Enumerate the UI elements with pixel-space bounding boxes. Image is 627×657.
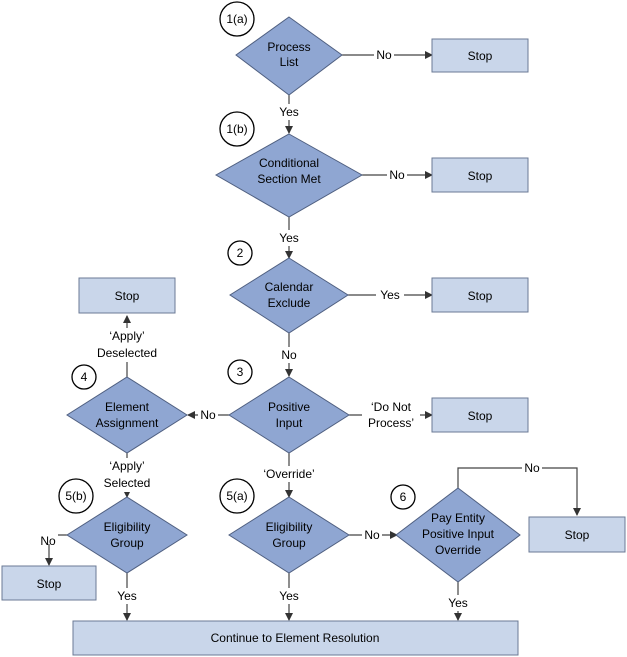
step-marker-label: 1(a)	[226, 12, 247, 26]
continue-label: Continue to Element Resolution	[211, 631, 380, 645]
stop-box-3: Stop	[431, 397, 529, 433]
stop-box-1b: Stop	[431, 157, 529, 193]
step-marker-5a: 5(a)	[219, 478, 255, 514]
edge-6-no	[457, 467, 581, 516]
decision-eligibility-group-5a: Eligibility Group	[228, 496, 350, 574]
decision-element-assignment: Element Assignment	[66, 376, 188, 454]
stop-label: Stop	[115, 289, 140, 303]
decision-positive-input: Positive Input	[228, 376, 350, 454]
step-marker-label: 3	[237, 365, 244, 379]
decision-label: Pay Entity	[431, 511, 485, 525]
decision-label: Eligibility	[266, 520, 313, 534]
decision-label: Input	[276, 416, 303, 430]
step-marker-2: 2	[227, 240, 253, 266]
decision-label: Group	[110, 536, 144, 550]
step-marker-3: 3	[227, 359, 253, 385]
decision-label: Process	[267, 40, 310, 54]
step-marker-label: 5(b)	[65, 489, 86, 503]
edge-label-3-dnp-line1: ‘Do Not	[371, 400, 412, 414]
step-marker-label: 6	[400, 490, 407, 504]
edge-label-2-yes: Yes	[380, 288, 400, 302]
edge-label-1b-yes: Yes	[279, 231, 299, 245]
decision-label: Conditional	[259, 156, 319, 170]
decision-conditional-section: Conditional Section Met	[214, 133, 364, 218]
stop-box-6: Stop	[528, 516, 626, 553]
edge-label-1a-yes: Yes	[279, 105, 299, 119]
step-marker-4: 4	[71, 364, 97, 390]
edge-label-5a-no: No	[364, 528, 380, 542]
step-marker-1b: 1(b)	[219, 111, 255, 147]
stop-label: Stop	[468, 289, 493, 303]
decision-label: Positive	[268, 400, 310, 414]
decision-label: Eligibility	[104, 520, 151, 534]
decision-calendar-exclude: Calendar Exclude	[229, 257, 349, 334]
decision-label: Section Met	[257, 172, 321, 186]
edge-label-6-no: No	[524, 461, 540, 475]
edge-label-4-deselected-line1: ‘Apply’	[109, 329, 144, 343]
edge-label-3-no: No	[200, 408, 216, 422]
step-marker-6: 6	[390, 484, 416, 510]
edge-label-1b-no: No	[389, 168, 405, 182]
edge-label-6-yes: Yes	[448, 596, 468, 610]
decision-eligibility-group-5b: Eligibility Group	[66, 496, 188, 574]
decision-pay-entity-override: Pay Entity Positive Input Override	[395, 487, 521, 583]
edge-label-1a-no: No	[376, 48, 392, 62]
stop-box-5b: Stop	[1, 565, 97, 601]
stop-box-2: Stop	[431, 277, 529, 313]
decision-label: List	[280, 55, 299, 69]
edge-label-5b-yes: Yes	[117, 589, 137, 603]
decision-label: Positive Input	[422, 527, 495, 541]
decision-process-list: Process List	[235, 16, 343, 96]
edge-label-4-selected-line1: ‘Apply’	[109, 459, 144, 473]
step-marker-label: 5(a)	[226, 489, 247, 503]
decision-label: Element	[105, 400, 150, 414]
decision-label: Override	[435, 543, 481, 557]
continue-box: Continue to Element Resolution	[72, 620, 519, 656]
step-marker-5b: 5(b)	[58, 478, 94, 514]
decision-label: Exclude	[268, 296, 311, 310]
decision-label: Assignment	[96, 416, 159, 430]
stop-label: Stop	[468, 169, 493, 183]
decision-label: Calendar	[265, 280, 314, 294]
step-marker-label: 1(b)	[226, 122, 247, 136]
edge-label-5b-no: No	[40, 534, 56, 548]
decision-label: Group	[272, 536, 306, 550]
stop-box-4: Stop	[78, 277, 176, 314]
edge-label-2-no: No	[281, 348, 297, 362]
step-marker-label: 2	[237, 246, 244, 260]
step-marker-1a: 1(a)	[219, 1, 255, 37]
edge-label-3-dnp-line2: Process’	[368, 416, 414, 430]
stop-label: Stop	[468, 409, 493, 423]
step-marker-label: 4	[81, 370, 88, 384]
edge-label-3-override: ‘Override’	[263, 467, 314, 481]
edge-label-4-deselected-line2: Deselected	[97, 346, 157, 360]
edge-label-4-selected-line2: Selected	[104, 476, 151, 490]
edge-label-5a-yes: Yes	[279, 589, 299, 603]
stop-box-1a: Stop	[431, 38, 529, 73]
stop-label: Stop	[468, 49, 493, 63]
stop-label: Stop	[37, 577, 62, 591]
stop-label: Stop	[565, 528, 590, 542]
